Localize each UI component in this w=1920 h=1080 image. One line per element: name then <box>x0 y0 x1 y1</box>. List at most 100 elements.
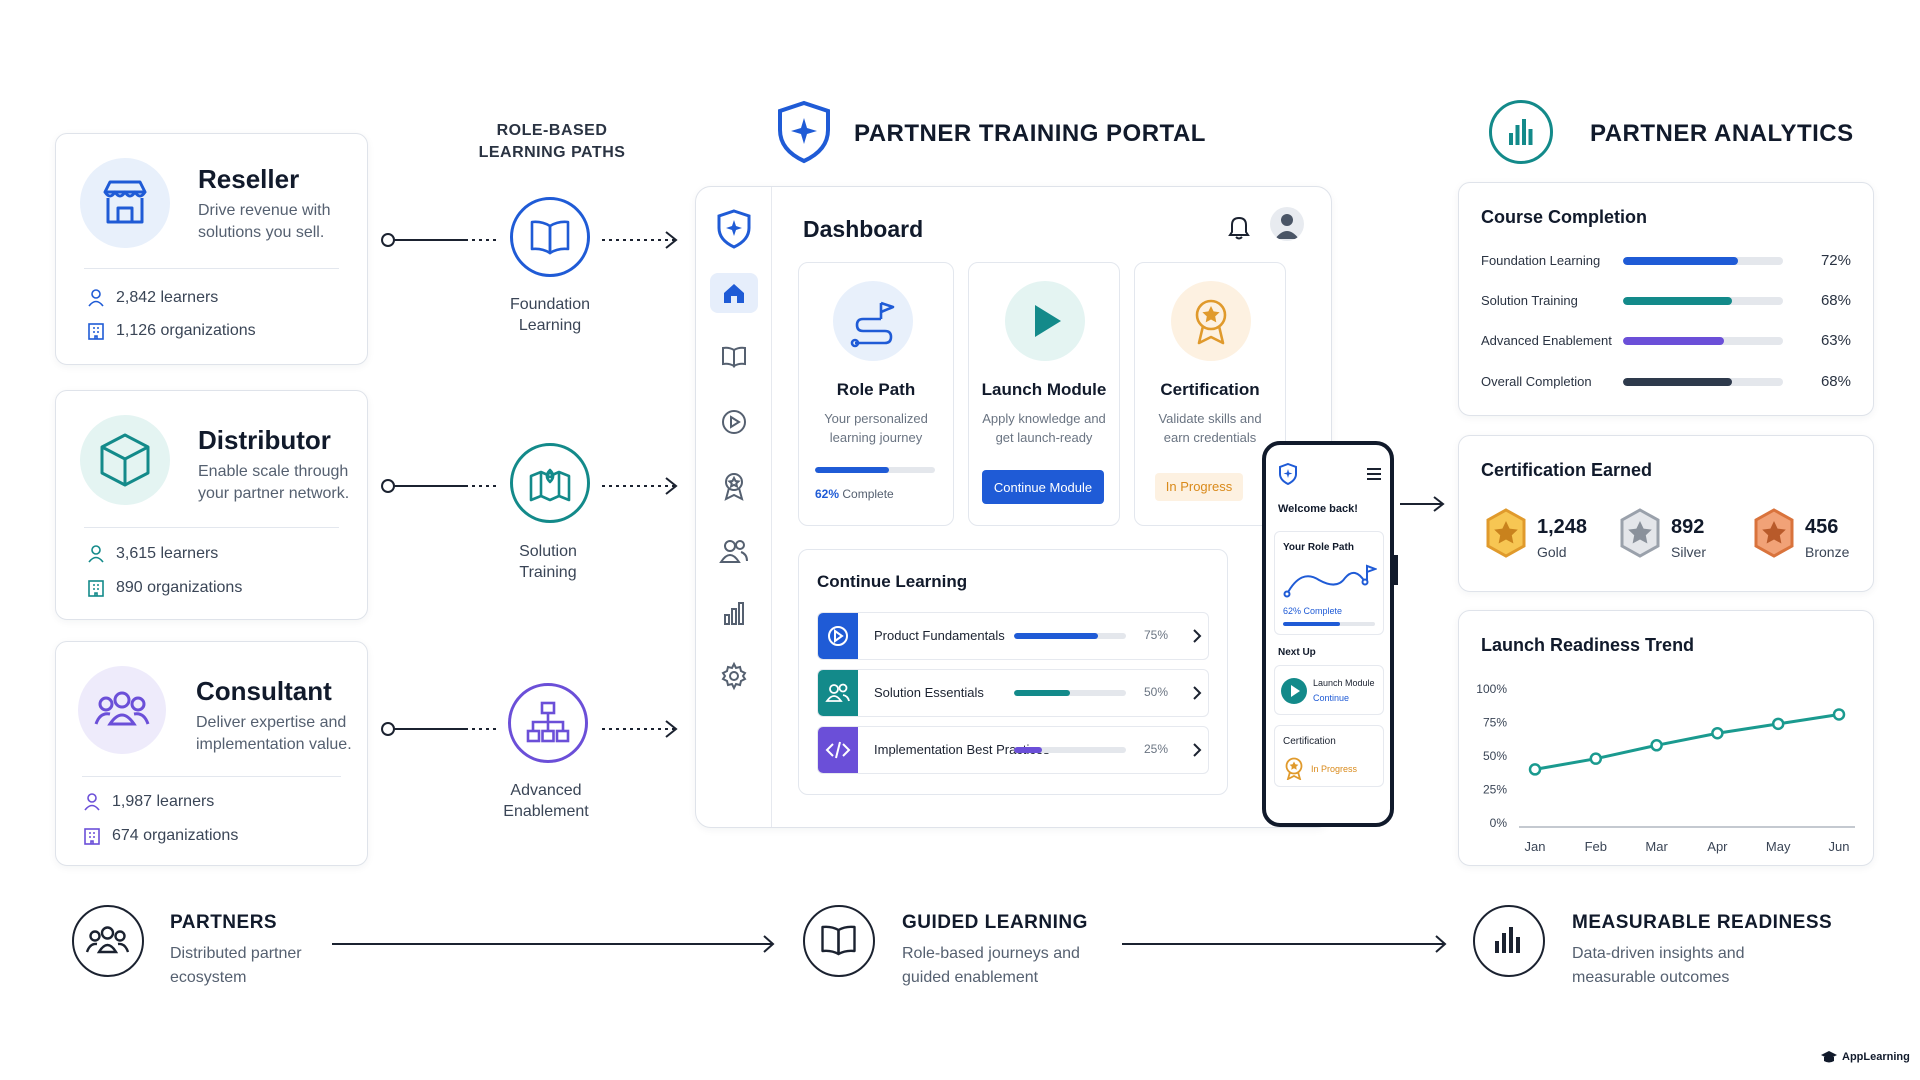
completion-percent: 68% <box>1820 292 1851 309</box>
footer-desc-line: Role-based journeys and <box>902 945 1080 962</box>
building-icon <box>88 580 104 597</box>
map-icon <box>510 443 590 523</box>
partner-title: Distributor <box>198 425 331 455</box>
partner-card-reseller[interactable]: Reseller Drive revenue with solutions yo… <box>55 133 368 365</box>
user-icon <box>88 289 104 307</box>
mobile-next-card[interactable]: Launch Module Continue <box>1274 665 1384 715</box>
mobile-next-action[interactable]: Continue <box>1313 693 1350 703</box>
completion-row: Overall Completion 68% <box>1481 372 1851 392</box>
data-point <box>1711 726 1724 740</box>
course-row[interactable]: Solution Essentials 50% <box>817 669 1209 717</box>
footer-title: PARTNERS <box>170 912 278 933</box>
x-tick-label: May <box>1766 839 1791 854</box>
partner-title: Reseller <box>198 164 300 194</box>
module-desc-line: earn credentials <box>1163 430 1257 445</box>
completion-percent: 63% <box>1820 332 1851 349</box>
mobile-cert-card[interactable]: Certification In Progress <box>1274 725 1384 787</box>
play-icon <box>1005 281 1085 361</box>
module-card-launch[interactable]: Launch Module Apply knowledge and get la… <box>968 262 1120 526</box>
partner-desc-line: Drive revenue with <box>198 202 331 219</box>
course-completion-card: Course Completion Foundation Learning 72… <box>1458 182 1874 416</box>
mobile-side-button <box>1394 555 1398 585</box>
avatar[interactable] <box>1270 207 1304 241</box>
play-nav-icon[interactable] <box>720 408 748 436</box>
cert-count: 892 <box>1671 516 1705 538</box>
menu-icon[interactable] <box>1366 467 1382 481</box>
code-icon <box>818 727 858 773</box>
cert-count: 456 <box>1805 516 1839 538</box>
building-icon <box>88 323 104 340</box>
module-card-certification[interactable]: Certification Validate skills and earn c… <box>1134 262 1286 526</box>
chevron-right-icon[interactable] <box>1190 741 1204 759</box>
completion-bar-fill <box>1623 337 1724 345</box>
award-nav-icon[interactable] <box>720 471 748 501</box>
completion-bar <box>1623 257 1783 265</box>
course-row[interactable]: Product Fundamentals 75% <box>817 612 1209 660</box>
module-desc-line: learning journey <box>829 430 923 445</box>
path-label-line: Enablement <box>503 803 589 820</box>
y-tick-label: 50% <box>1483 749 1507 763</box>
route-line-icon <box>1283 564 1377 598</box>
continue-learning-panel: Continue Learning Product Fundamentals 7… <box>798 549 1228 795</box>
partner-card-distributor[interactable]: Distributor Enable scale through your pa… <box>55 390 368 620</box>
chevron-right-icon[interactable] <box>1190 627 1204 645</box>
y-tick-label: 100% <box>1476 682 1507 696</box>
course-progress <box>1014 690 1126 696</box>
shield-logo-icon[interactable] <box>716 209 752 249</box>
completion-bar <box>1623 337 1783 345</box>
footer-desc-line: ecosystem <box>170 969 247 986</box>
footer-title: MEASURABLE READINESS <box>1572 912 1833 933</box>
mobile-progress-fill <box>1283 622 1341 626</box>
course-progress-fill <box>1014 690 1070 696</box>
course-row[interactable]: Implementation Best Practices 25% <box>817 726 1209 774</box>
cube-icon <box>80 415 170 505</box>
x-tick-label: Feb <box>1585 839 1607 854</box>
partner-desc-line: Deliver expertise and <box>196 714 347 731</box>
users-icon <box>818 670 858 716</box>
completion-row: Solution Training 68% <box>1481 291 1851 311</box>
footer-desc-line: Data-driven insights and <box>1572 945 1745 962</box>
silver-badge-icon <box>1619 508 1661 558</box>
module-desc-line: Your personalized <box>824 411 928 426</box>
completion-name: Solution Training <box>1481 293 1578 308</box>
chart-nav-icon[interactable] <box>720 599 748 627</box>
partner-card-consultant[interactable]: Consultant Deliver expertise and impleme… <box>55 641 368 866</box>
learner-count: 3,615 learners <box>116 545 219 562</box>
mobile-play-icon <box>1281 678 1307 704</box>
home-icon[interactable] <box>710 273 758 313</box>
users-nav-icon[interactable] <box>719 537 749 565</box>
chart-title: Launch Readiness Trend <box>1481 635 1695 655</box>
flow-arrow-icon <box>1122 935 1447 953</box>
partner-desc-line: solutions you sell. <box>198 224 325 241</box>
mobile-role-path-card[interactable]: Your Role Path 62% Complete <box>1274 531 1384 635</box>
brand-cap-icon <box>1821 1051 1837 1063</box>
divider <box>84 527 339 528</box>
chevron-right-icon[interactable] <box>1190 684 1204 702</box>
module-title: Role Path <box>836 380 916 399</box>
book-nav-icon[interactable] <box>720 343 748 371</box>
bell-icon[interactable] <box>1226 213 1252 241</box>
status-badge: In Progress <box>1155 473 1243 501</box>
gear-icon[interactable] <box>719 661 749 691</box>
x-tick-label: Apr <box>1707 839 1728 854</box>
people-icon <box>78 666 166 754</box>
analytics-bar-chart-icon <box>1489 100 1553 164</box>
continue-module-button[interactable]: Continue Module <box>982 470 1104 504</box>
mobile-welcome: Welcome back! <box>1278 503 1358 515</box>
flow-arrow-icon <box>332 935 775 953</box>
data-point <box>1771 717 1785 731</box>
footer-desc-line: guided enablement <box>902 969 1039 986</box>
path-connectors <box>381 231 678 738</box>
completion-name: Foundation Learning <box>1481 253 1601 268</box>
path-label-line: Foundation <box>509 296 591 313</box>
module-card-role-path[interactable]: Role Path Your personalized learning jou… <box>798 262 954 526</box>
course-progress-fill <box>1014 633 1098 639</box>
progress-percent: 62% <box>815 487 840 501</box>
role-path-progress <box>815 467 935 473</box>
course-name: Product Fundamentals <box>874 628 1005 643</box>
mobile-progress-label: 62% Complete <box>1283 606 1343 616</box>
cert-count: 1,248 <box>1537 516 1588 538</box>
sidebar <box>696 187 772 827</box>
user-icon <box>88 545 104 563</box>
